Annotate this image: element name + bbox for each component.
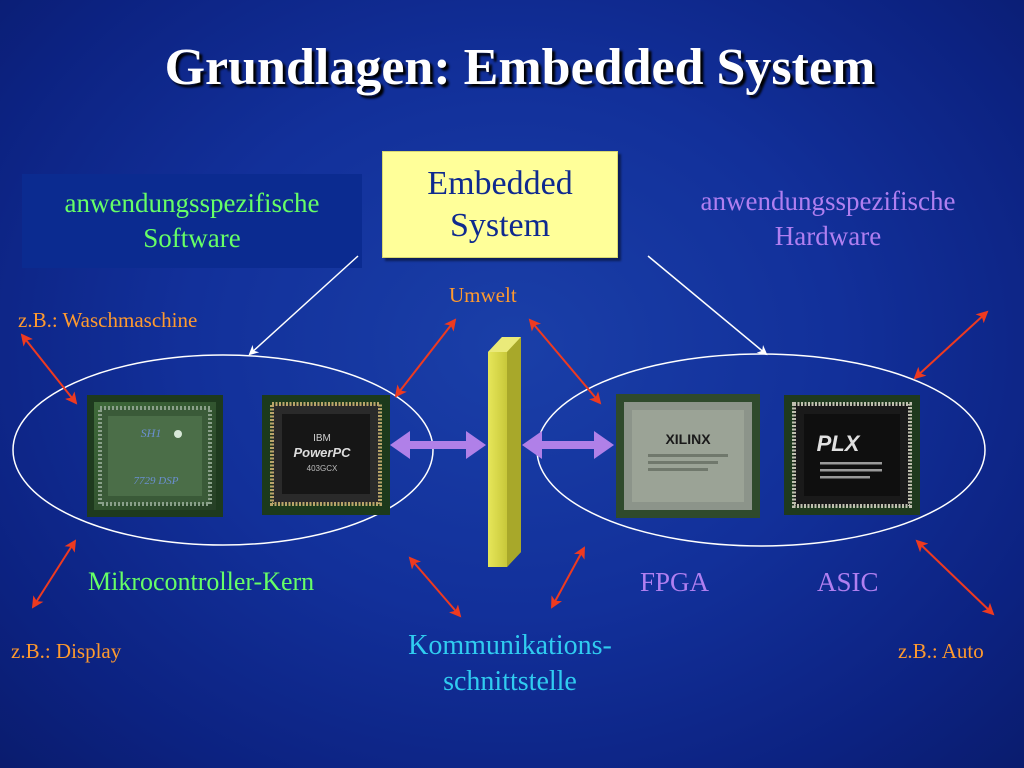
embedded-box-line1: Embedded <box>427 164 573 202</box>
waschmaschine-arrow <box>20 333 78 405</box>
left-interface-arrow <box>390 431 486 459</box>
kommunikationsschnittstelle-label: Kommunikations- schnittstelle <box>370 628 650 700</box>
plx-asic-chip-image: PLX <box>784 395 920 515</box>
right-interface-arrow <box>522 431 614 459</box>
hardware-to-ellipse-arrow <box>647 255 768 356</box>
mikrocontroller-label: Mikrocontroller-Kern <box>88 567 315 596</box>
auto-arrow <box>915 539 995 616</box>
waschmaschine-label: z.B.: Waschmaschine <box>18 308 198 332</box>
software-box-line2: Software <box>143 223 241 253</box>
display-arrow <box>31 539 77 609</box>
xilinx-fpga-chip-image: XILINX <box>616 394 760 518</box>
komm-line1: Kommunikations- <box>408 630 612 661</box>
sh1-chip-text: SH1 <box>141 426 162 440</box>
sh1-chip-image: SH1 7729 DSP <box>87 395 223 517</box>
software-to-ellipse-arrow <box>248 255 359 356</box>
software-box: anwendungsspezifische Software <box>22 174 362 268</box>
display-label: z.B.: Display <box>11 639 122 663</box>
plx-chip-text: PLX <box>817 431 861 456</box>
ibm-powerpc-chip-image: IBM PowerPC 403GCX <box>262 395 390 515</box>
communication-interface-bar <box>488 337 521 567</box>
kommunikation-right-arrow <box>551 546 585 609</box>
software-box-line1: anwendungsspezifische <box>64 188 320 218</box>
hardware-env-arrow <box>913 310 989 380</box>
hardware-label: anwendungsspezifische Hardware <box>660 184 996 254</box>
umwelt-right-arrow <box>528 318 602 405</box>
sh1-chip-text2: 7729 DSP <box>134 475 179 487</box>
ibm-chip-text: IBM <box>313 433 331 444</box>
fpga-label: FPGA <box>640 567 710 597</box>
umwelt-label: Umwelt <box>449 283 517 307</box>
slide-title: Grundlagen: Embedded System <box>164 39 876 96</box>
xilinx-chip-text: XILINX <box>665 431 711 447</box>
umwelt-left-arrow <box>394 318 457 398</box>
ibm-chip-text2: PowerPC <box>293 445 351 460</box>
embedded-box-line2: System <box>449 206 551 244</box>
hardware-label-line2: Hardware <box>774 221 882 251</box>
ibm-chip-text3: 403GCX <box>307 464 338 473</box>
auto-label: z.B.: Auto <box>898 639 984 663</box>
kommunikation-left-arrow <box>408 556 462 618</box>
komm-line2: schnittstelle <box>443 666 577 697</box>
asic-label: ASIC <box>817 567 879 597</box>
hardware-label-line1: anwendungsspezifische <box>700 186 956 216</box>
left-ellipse <box>12 354 434 546</box>
embedded-system-box: Embedded System <box>382 151 618 258</box>
